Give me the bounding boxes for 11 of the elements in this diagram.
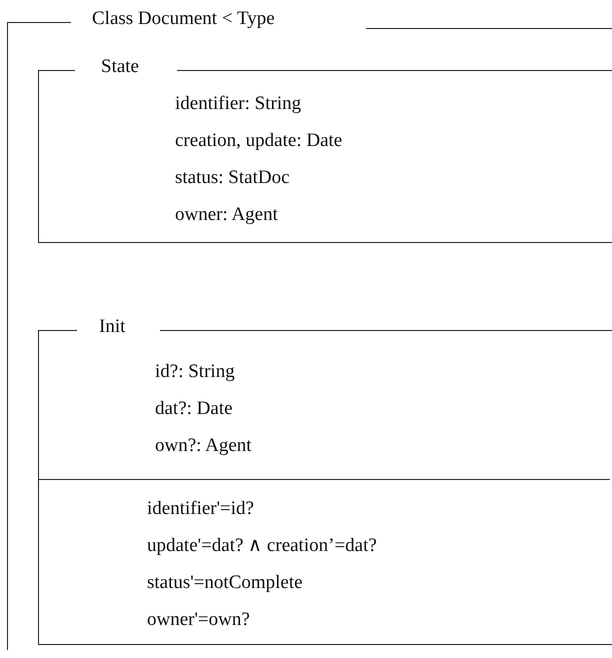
declaration: id?: String [155, 361, 235, 383]
declaration: status: StatDoc [175, 167, 290, 189]
predicate: status'=notComplete [147, 572, 303, 594]
predicate: identifier'=id? [147, 498, 254, 520]
declaration: creation, update: Date [175, 130, 342, 152]
predicate: owner'=own? [147, 609, 250, 631]
declaration: own?: Agent [155, 435, 252, 457]
declaration: owner: Agent [175, 204, 278, 226]
declaration: identifier: String [175, 93, 302, 115]
declaration: dat?: Date [155, 398, 233, 420]
predicate: update'=dat? ∧ creation’=dat? [147, 535, 377, 557]
